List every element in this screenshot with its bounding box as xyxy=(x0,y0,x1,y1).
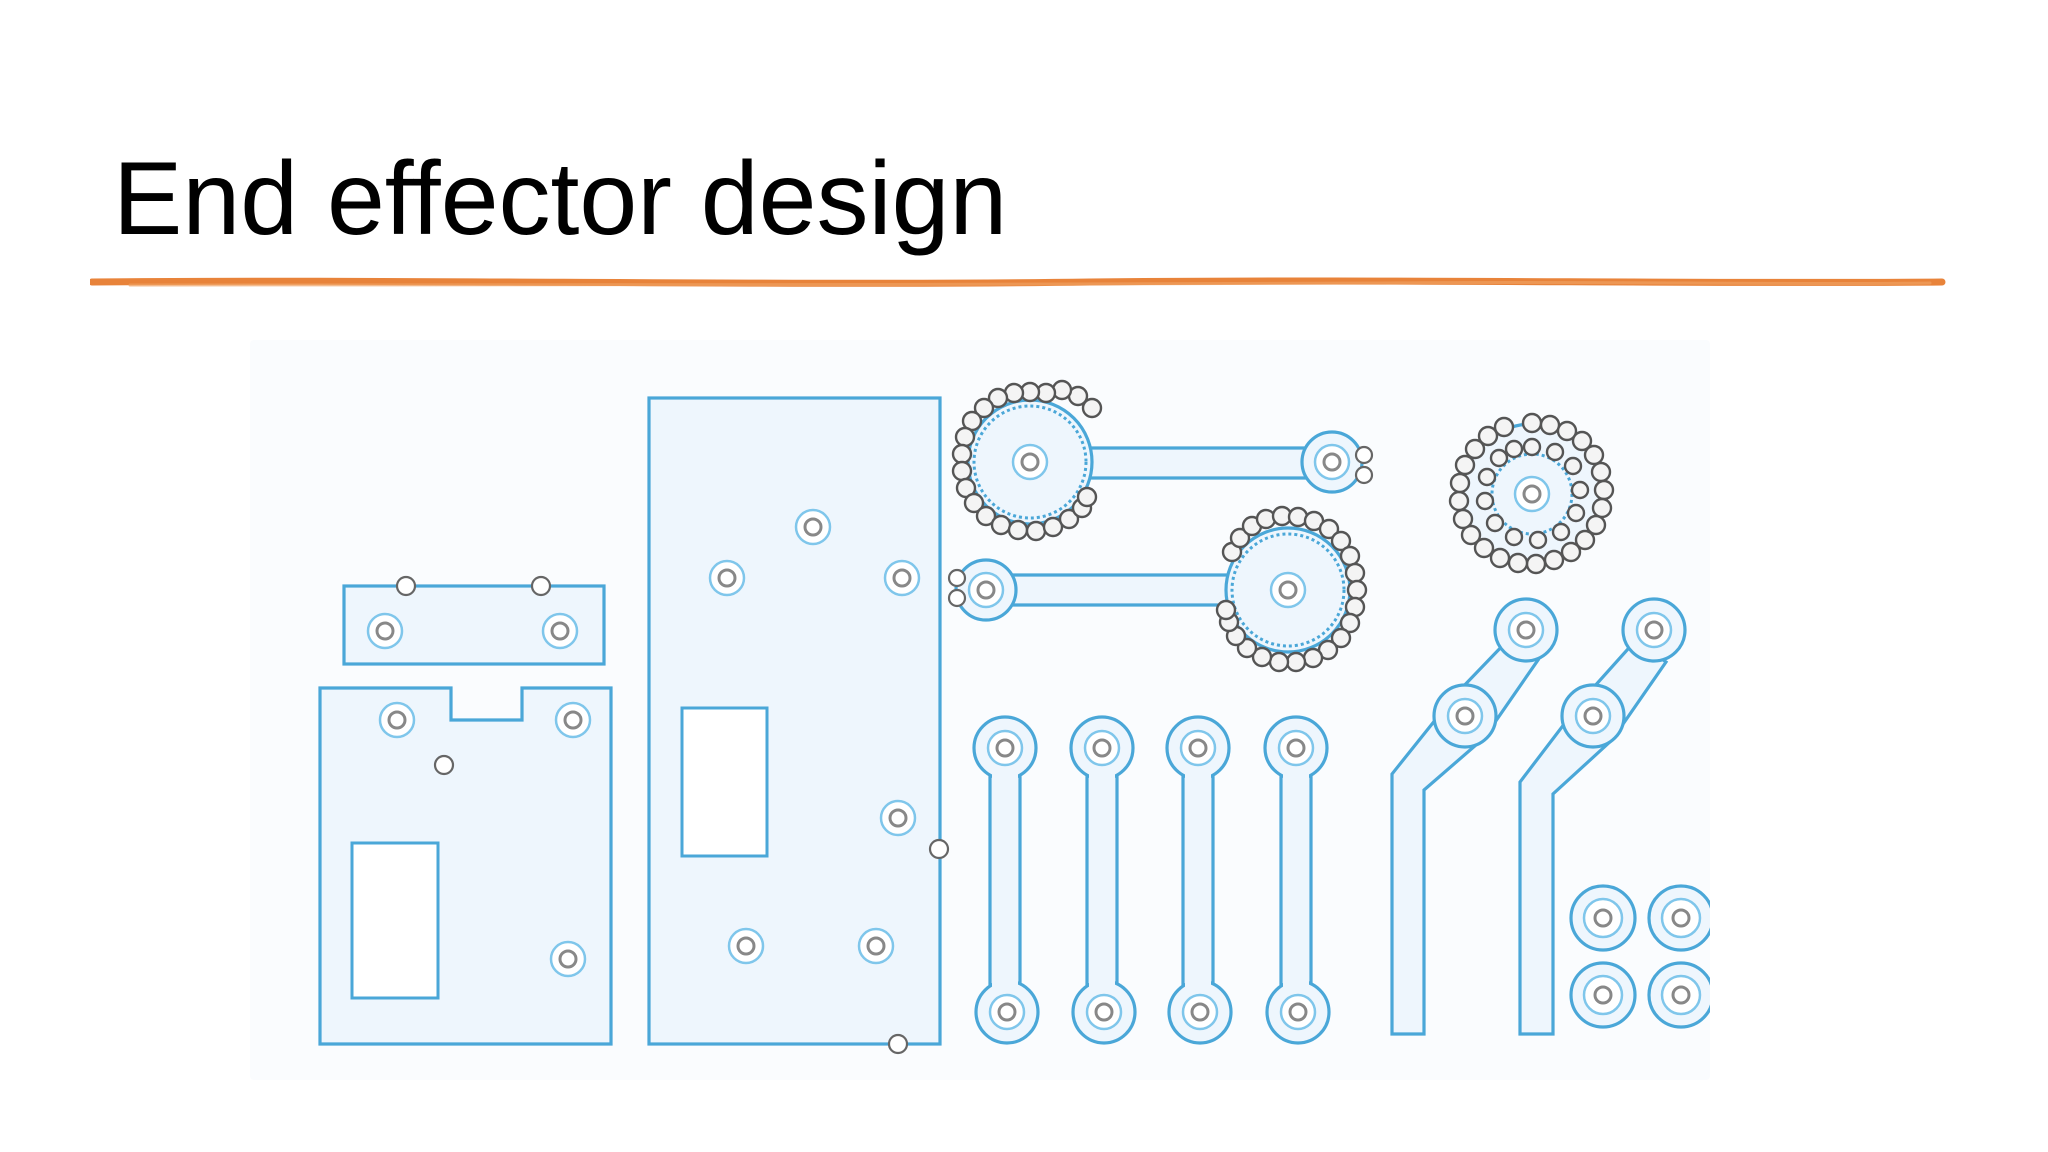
tall-plate-part xyxy=(647,396,950,1055)
straight-link-part-1 xyxy=(972,715,1040,1045)
bent-finger-part-1 xyxy=(1390,597,1559,1036)
gear-arm-lower-part xyxy=(947,505,1368,673)
laser-cut-parts-figure xyxy=(250,340,1710,1080)
bent-finger-part-2 xyxy=(1518,597,1687,1036)
gear-wheel-part xyxy=(1448,412,1615,575)
straight-link-part-2 xyxy=(1069,715,1137,1045)
small-bracket-part xyxy=(342,575,606,666)
washer-parts xyxy=(1569,884,1710,1029)
base-plate-part xyxy=(318,686,613,1046)
title-underline xyxy=(90,277,1946,287)
parts-drawing xyxy=(318,379,1710,1055)
slide-title: End effector design xyxy=(113,141,1008,257)
straight-link-part-3 xyxy=(1165,715,1233,1045)
straight-link-part-4 xyxy=(1263,715,1331,1045)
gear-arm-upper-part xyxy=(951,379,1374,542)
